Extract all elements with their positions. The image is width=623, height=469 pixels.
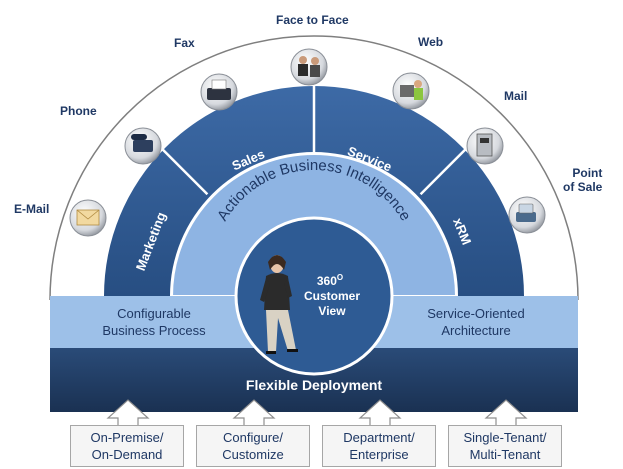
option-line1: Configure/ [223,430,283,445]
svg-text:360O: 360O [317,273,343,288]
channel-mail: Mail [504,89,528,103]
service-oriented-architecture: Service-Oriented Architecture [412,305,540,339]
channel-phone: Phone [60,104,97,118]
band-right-line2: Architecture [441,323,511,338]
fax-icon [200,73,238,111]
mailbox-icon [466,127,504,165]
deployment-title: Flexible Deployment [246,377,382,393]
web-user-icon [392,72,430,110]
channel-face-to-face: Face to Face [276,13,349,27]
option-line1: Single-Tenant/ [463,430,547,445]
band-left-line1: Configurable [117,306,191,321]
deployment-arrows [106,399,528,425]
up-arrow-icon [106,399,150,425]
meeting-icon [290,48,328,86]
svg-text:Customer: Customer [304,289,360,303]
option-line1: Department/ [343,430,415,445]
channel-email: E-Mail [14,202,50,216]
segment-ring [104,86,524,296]
up-arrow-icon [484,399,528,425]
option-line1: On-Premise/ [90,430,164,445]
up-arrow-icon [358,399,402,425]
option-line2: Multi-Tenant [469,447,541,462]
segment-dividers [159,86,469,196]
channel-point-of-sale: Point of Sale [563,166,602,194]
customer-view-label: 360O Customer View [304,273,360,318]
channel-point-of-sale-line1: Point [572,166,603,180]
channel-fax: Fax [174,36,195,50]
band-right-line1: Service-Oriented [427,306,525,321]
configurable-business-process: Configurable Business Process [90,305,218,339]
option-single-tenant: Single-Tenant/ Multi-Tenant [448,425,562,467]
option-department: Department/ Enterprise [322,425,436,467]
channel-point-of-sale-line2: of Sale [563,180,603,194]
card-payment-icon [508,196,546,234]
envelope-icon [69,199,107,237]
option-configure: Configure/ Customize [196,425,310,467]
option-on-premise: On-Premise/ On-Demand [70,425,184,467]
phone-icon [124,127,162,165]
businesswoman-figure [260,255,298,354]
option-line2: On-Demand [91,447,163,462]
option-line2: Customize [222,447,284,462]
svg-text:View: View [318,304,346,318]
channel-web: Web [418,35,444,49]
option-line2: Enterprise [349,447,409,462]
up-arrow-icon [232,399,276,425]
band-left-line2: Business Process [102,323,206,338]
